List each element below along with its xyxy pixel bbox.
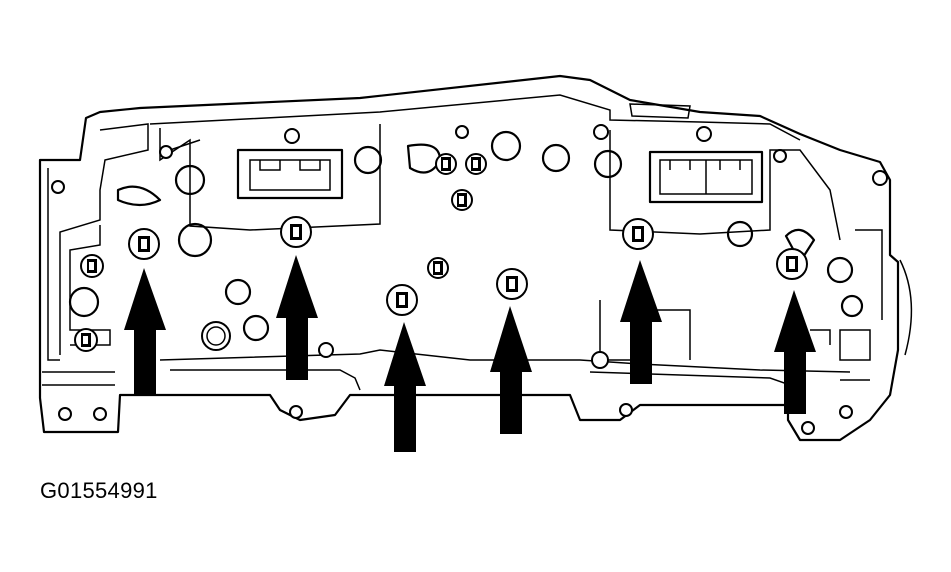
bulb-socket (128, 228, 160, 260)
arrow-indicator (774, 290, 816, 414)
arrow-indicator (620, 260, 662, 384)
bulb-sockets (74, 153, 808, 352)
arrow-indicator (276, 255, 318, 380)
bulb-socket (80, 254, 104, 278)
connector-left (236, 148, 344, 200)
bulb-socket (776, 248, 808, 280)
bulb-socket (427, 257, 449, 279)
bulb-socket (622, 218, 654, 250)
bulb-socket (465, 153, 487, 175)
bulb-socket (386, 284, 418, 316)
bulb-socket (74, 328, 98, 352)
arrow-indicator (124, 268, 166, 394)
bulb-socket (435, 153, 457, 175)
connector-right (648, 150, 764, 204)
mounting-holes (51, 124, 888, 435)
arrow-indicator (384, 322, 426, 452)
bulb-socket (496, 268, 528, 300)
figure-id: G01554991 (40, 478, 158, 503)
bulb-socket (451, 189, 473, 211)
arrows (124, 255, 816, 452)
bulb-socket (280, 216, 312, 248)
arrow-indicator (490, 306, 532, 434)
bulb-socket (201, 321, 231, 351)
